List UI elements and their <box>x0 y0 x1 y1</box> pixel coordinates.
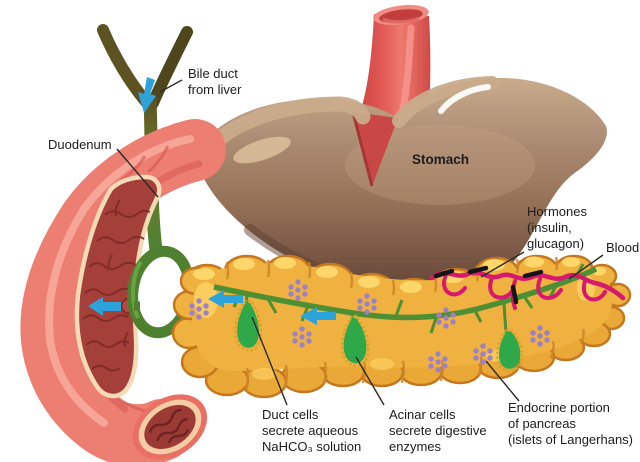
stomach-gloss <box>438 84 491 114</box>
label-duodenum: Duodenum <box>48 137 112 152</box>
flow-arrow-duct-2 <box>300 307 336 325</box>
label-blood: Blood <box>606 240 640 255</box>
pointer-blood <box>568 254 604 280</box>
flow-arrow-papilla <box>88 297 121 316</box>
label-stomach: Stomach <box>412 152 470 167</box>
pointer-lines <box>116 79 604 406</box>
pointer-acinar-cells <box>355 356 385 406</box>
mucosa-folds <box>82 199 151 372</box>
label-duct-cells: Duct cells secrete aqueous NaHCO₃ soluti… <box>262 407 362 454</box>
pointer-bile-duct <box>159 79 183 93</box>
label-acinar-cells: Acinar cells secrete digestive enzymes <box>389 407 487 454</box>
flow-arrow-duct-1 <box>208 290 243 308</box>
cardia-red-wedge <box>353 112 398 186</box>
bile-flow-arrow <box>138 77 156 113</box>
label-bile-duct: Bile duct from liver <box>188 66 242 97</box>
blood-vessels-shape <box>429 265 626 310</box>
label-hormones: Hormones (insulin, glucagon) <box>527 204 587 251</box>
pancreas-shape <box>171 254 632 399</box>
pointer-duct-cells <box>251 316 288 406</box>
stomach-shape <box>196 76 607 300</box>
pointer-endocrine <box>485 360 520 402</box>
pointer-duodenum <box>116 148 159 198</box>
duodenum-shape <box>20 119 226 462</box>
duodenum-cut-end <box>132 394 208 460</box>
pointer-hormones <box>480 251 525 278</box>
label-endocrine: Endocrine portion of pancreas (islets of… <box>508 400 634 447</box>
pancreatic-duct <box>213 266 598 321</box>
acinar-cell-sacs <box>234 298 524 373</box>
